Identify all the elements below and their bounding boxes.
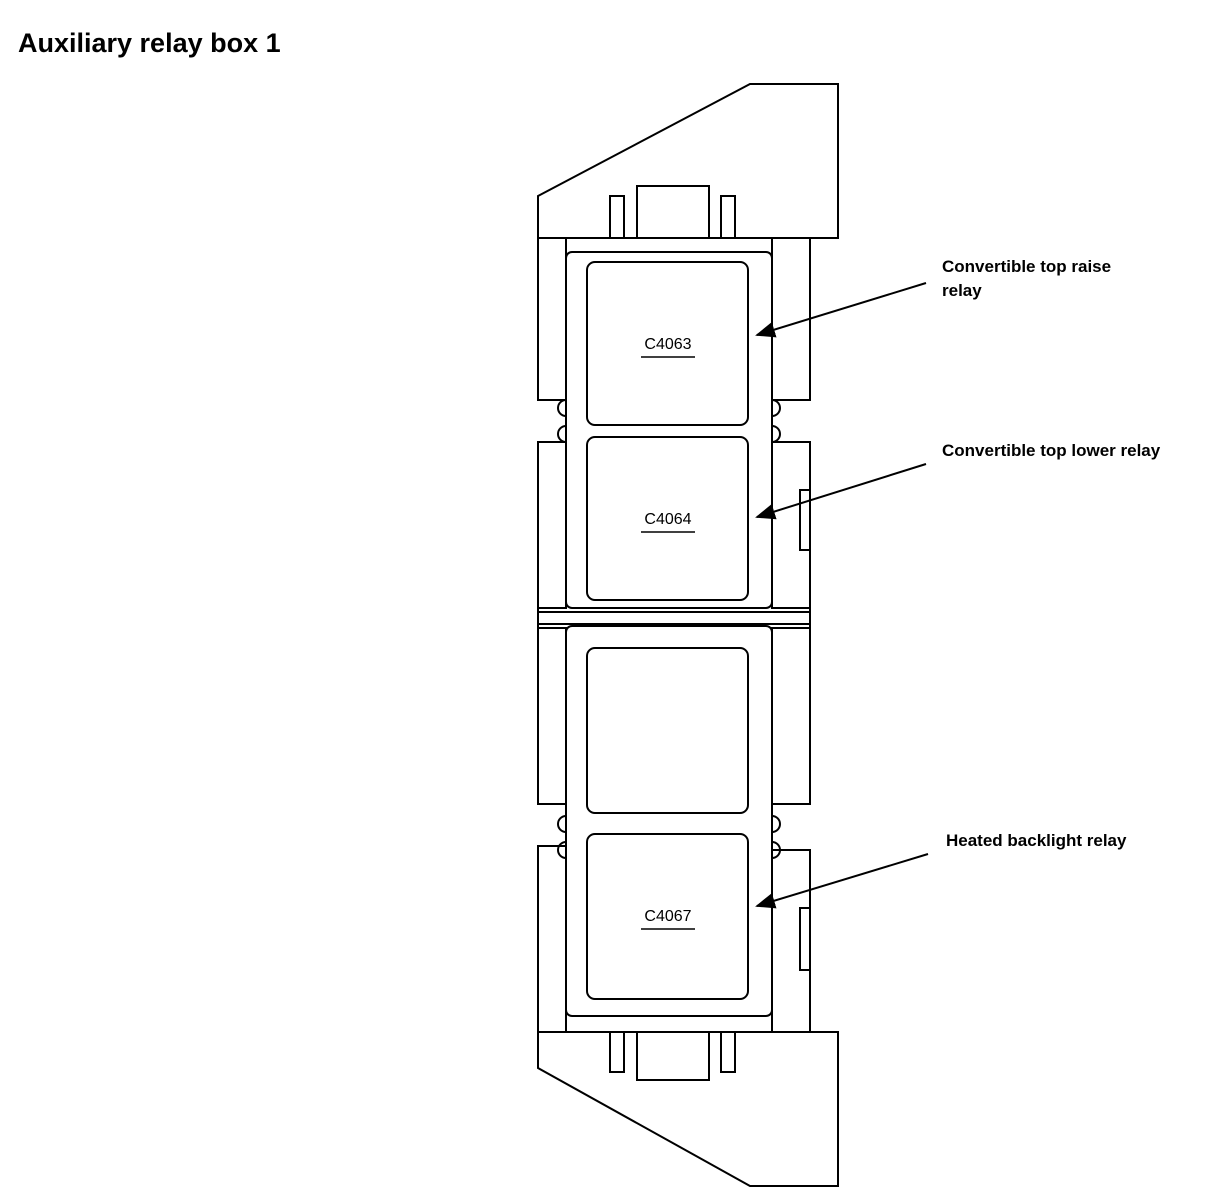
relay-code-c4063: C4063	[644, 336, 691, 353]
lower-side-panels	[537, 627, 811, 1033]
label-convertible-top-lower-relay: Convertible top lower relay	[942, 439, 1160, 463]
label-convertible-top-raise-relay: Convertible top raise relay	[942, 255, 1111, 303]
box-divider	[537, 608, 811, 628]
upper-side-panels	[537, 237, 811, 609]
relay-code-c4064: C4064	[644, 511, 691, 528]
relay-slot-c4067[interactable]	[586, 833, 749, 1000]
relay-slot-c4063[interactable]	[586, 261, 749, 426]
relay-slot-empty[interactable]	[586, 647, 749, 814]
page-title: Auxiliary relay box 1	[18, 28, 281, 58]
bottom-cap	[537, 1031, 839, 1187]
label-line-1: Heated backlight relay	[946, 831, 1127, 850]
label-line-2: relay	[942, 281, 982, 300]
label-line-1: Convertible top lower relay	[942, 441, 1161, 460]
relay-slot-c4064[interactable]	[586, 436, 749, 601]
relay-code-c4067: C4067	[644, 908, 691, 925]
leader-arrow-raise	[755, 282, 927, 338]
top-cap	[537, 83, 839, 239]
label-line-1: Convertible top raise	[942, 257, 1112, 276]
label-heated-backlight-relay: Heated backlight relay	[946, 829, 1126, 853]
leader-arrow-lower	[755, 463, 927, 520]
leader-arrow-backlight	[755, 853, 929, 909]
